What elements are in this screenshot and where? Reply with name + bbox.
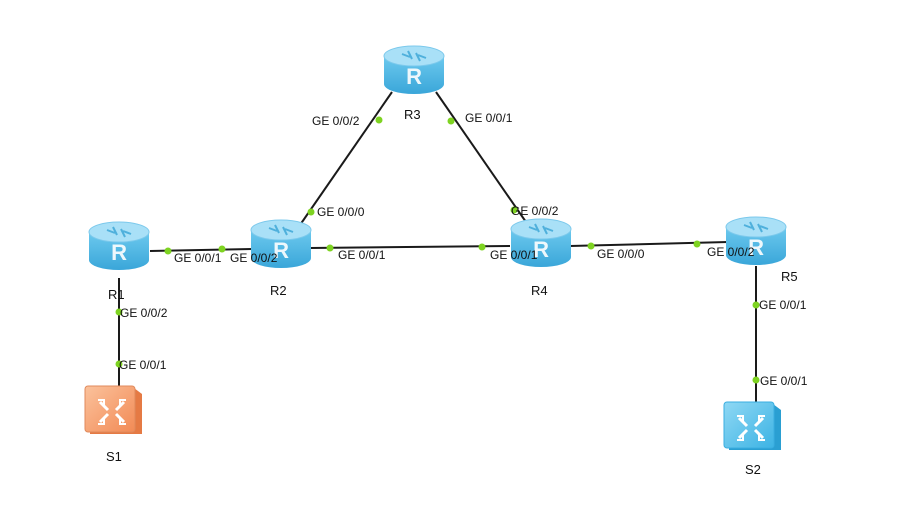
port-label-r2-ge000: GE 0/0/0 [317,205,365,219]
port-label-r4-ge001: GE 0/0/1 [490,248,538,262]
device-label-s1: S1 [106,449,122,464]
port-label-r2-ge002: GE 0/0/2 [230,251,278,265]
device-label-r4: R4 [531,283,548,298]
port-label-r4-ge000: GE 0/0/0 [597,247,645,261]
device-label-s2: S2 [745,462,761,477]
svg-text:R: R [748,235,764,260]
port-label-r3-ge001: GE 0/0/1 [465,111,513,125]
router-r4[interactable]: R [510,218,572,267]
router-r2[interactable]: R [250,219,312,268]
port-dot-r1-ge002[interactable] [115,308,123,316]
device-label-r5: R5 [781,269,798,284]
switch-icon [84,385,142,434]
switch-icon [723,401,781,450]
port-dot-r3-ge002[interactable] [375,116,383,124]
device-label-r3: R3 [404,107,421,122]
router-icon: R [383,45,445,94]
port-label-r3-ge002: GE 0/0/2 [312,114,360,128]
link-r4-r5[interactable] [569,241,729,247]
svg-text:R: R [533,237,549,262]
router-icon: R [510,218,572,267]
link-r3-r4[interactable] [435,91,527,223]
port-dots-layer [115,116,760,384]
port-dot-r2-ge002[interactable] [218,245,226,253]
router-r3[interactable]: R [383,45,445,94]
svg-text:R: R [406,64,422,89]
device-label-r2: R2 [270,283,287,298]
switch-s2[interactable] [723,401,781,450]
router-icon: R [88,221,150,270]
port-dot-r5-ge001[interactable] [752,301,760,309]
port-label-s2-ge001: GE 0/0/1 [760,374,808,388]
port-label-r5-ge002: GE 0/0/2 [707,245,755,259]
port-dot-r4-ge002[interactable] [510,206,518,214]
links-layer [118,91,757,402]
port-dot-r3-ge001[interactable] [447,117,455,125]
link-r2-r3[interactable] [299,91,393,226]
svg-text:R: R [111,240,127,265]
port-dot-s2-ge001[interactable] [752,376,760,384]
port-label-r1-ge001: GE 0/0/1 [174,251,222,265]
port-dot-r1-ge001[interactable] [164,247,172,255]
port-label-r1-ge002: GE 0/0/2 [120,306,168,320]
port-dot-r2-ge000[interactable] [307,208,315,216]
router-r1[interactable]: R [88,221,150,270]
router-r5[interactable]: R [725,216,787,265]
port-dot-s1-ge001[interactable] [115,360,123,368]
switch-s1[interactable] [84,385,142,434]
port-label-r5-ge001: GE 0/0/1 [759,298,807,312]
port-dot-r5-ge002[interactable] [693,240,701,248]
port-dot-r2-ge001[interactable] [326,244,334,252]
port-dot-r4-ge001[interactable] [478,243,486,251]
port-label-r2-ge001: GE 0/0/1 [338,248,386,262]
router-icon: R [725,216,787,265]
svg-text:R: R [273,238,289,263]
router-icon: R [250,219,312,268]
port-dot-r4-ge000[interactable] [587,242,595,250]
device-label-r1: R1 [108,287,125,302]
port-label-s1-ge001: GE 0/0/1 [119,358,167,372]
port-label-r4-ge002: GE 0/0/2 [511,204,559,218]
link-r2-r4[interactable] [309,245,511,249]
